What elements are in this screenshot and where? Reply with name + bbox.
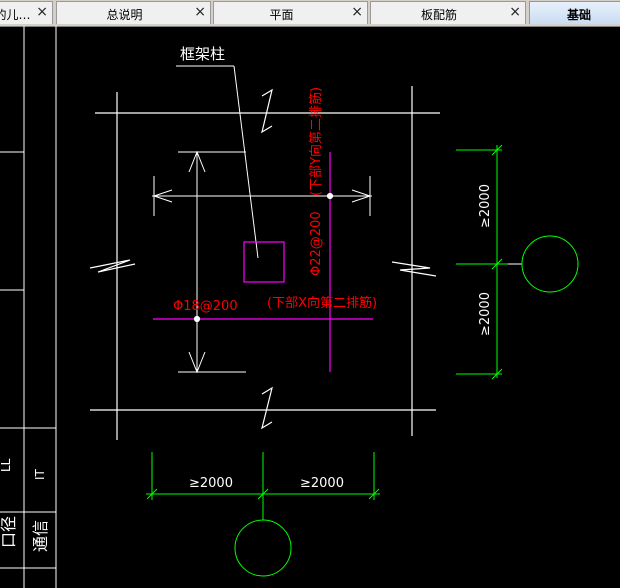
tab-label: 基础 [566,8,591,22]
close-icon[interactable]: × [194,4,206,20]
close-icon[interactable]: × [36,4,48,20]
dim-bottom-right: ≥2000 [300,476,344,491]
close-icon[interactable]: × [509,4,521,20]
tab-foundation[interactable]: 基础 [529,1,620,24]
dim-right-top: ≥2000 [478,184,493,228]
rebar-lines [153,152,373,372]
inner-dimension-lines [152,150,372,374]
tab-drawing-1[interactable]: 的儿… × [0,1,53,24]
frame-column [243,241,285,283]
close-icon[interactable]: × [351,4,363,20]
x-rebar-note: (下部X向第二排筋) [267,295,377,311]
tab-label: 板配筋 [420,8,457,22]
x-rebar-label: Φ18@200 [173,299,238,314]
tab-slab-reinforcement[interactable]: 板配筋 × [370,1,526,24]
y-rebar-label: Φ22@200 [309,211,324,276]
side-text: 口径 [0,516,18,548]
side-text: LL [0,458,13,472]
dim-bottom-left: ≥2000 [189,476,233,491]
tab-label: 总说明 [106,8,143,22]
side-text: IT [33,468,47,480]
tab-label: 的儿… [0,8,31,22]
dim-right-bottom: ≥2000 [478,292,493,336]
axis-bubble-bottom [234,519,292,577]
y-rebar-note: (下部Y向第二排筋) [308,87,324,196]
cad-drawing-canvas[interactable]: LL IT 口径 通信 框架柱 Φ18 [0,26,620,588]
tab-general-notes[interactable]: 总说明 × [56,1,211,24]
column-label: 框架柱 [180,45,225,63]
right-dimension [456,144,508,380]
side-text: 通信 [31,520,50,552]
tab-label: 平面 [269,8,294,22]
bottom-dimension [146,452,380,520]
axis-bubble-right [521,235,579,293]
column-leader [176,65,259,259]
left-title-block [0,26,57,588]
tab-bar: 的儿… × 总说明 × 平面 × 板配筋 × 基础 [0,0,620,27]
tab-plan[interactable]: 平面 × [213,1,368,24]
foundation-outline [89,86,440,440]
